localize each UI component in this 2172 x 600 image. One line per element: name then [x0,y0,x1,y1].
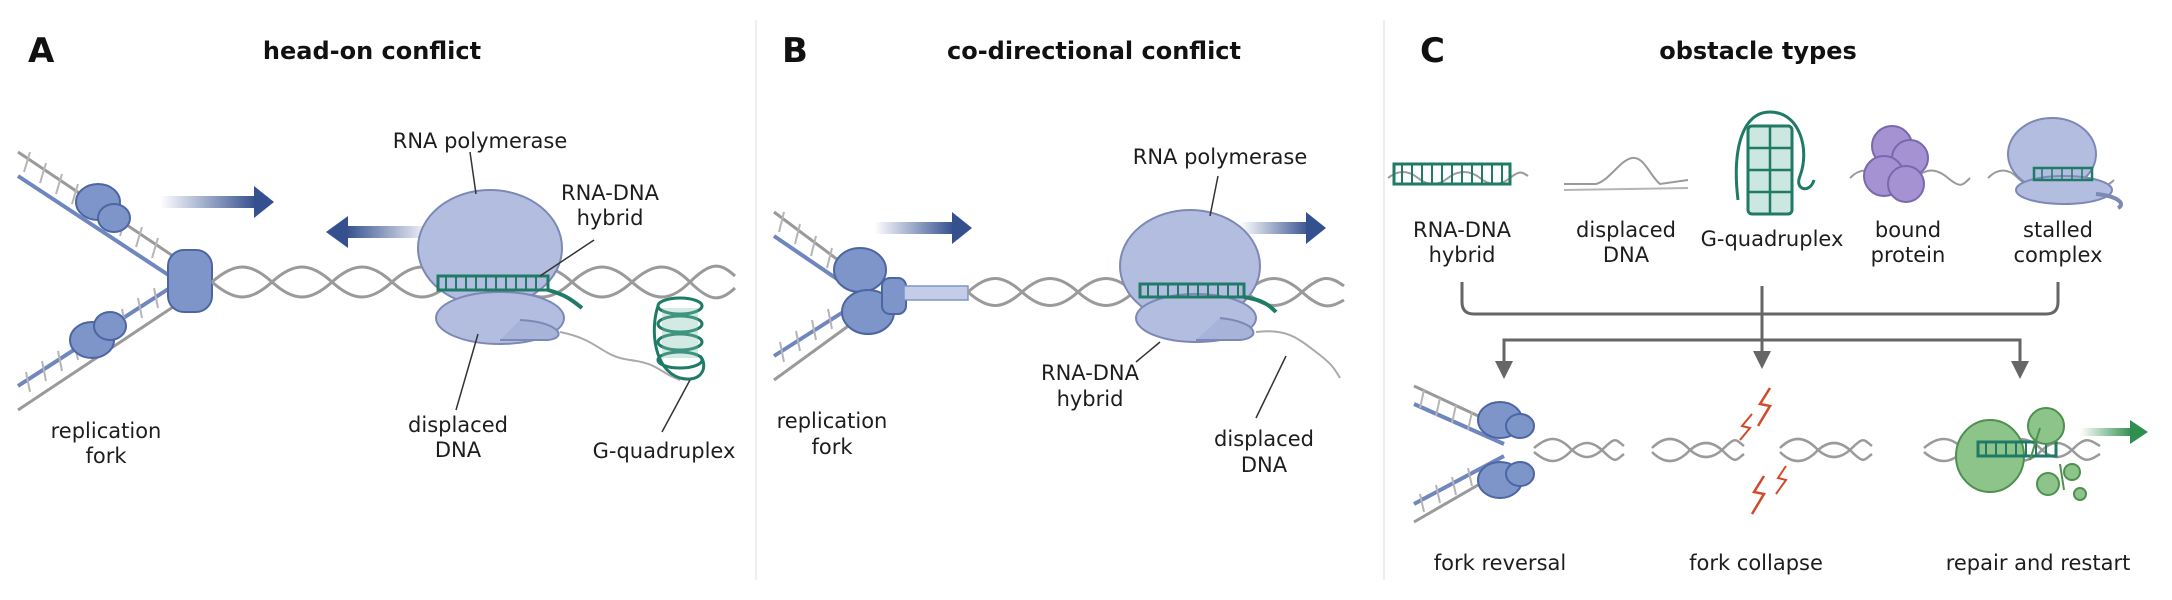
label-displaced-dna-line2: DNA [1241,453,1288,477]
panel-c: C obstacle types [1387,31,2148,575]
label-rna-dna-hybrid-line1: RNA-DNA [1041,361,1140,385]
label-replication-fork-line2: fork [85,444,127,468]
transcription-direction-arrow [1240,212,1326,244]
obstacle-label-line2: DNA [1603,243,1650,267]
outcome-icon-fork-collapse [1651,387,1873,515]
panel-b: B co-directional conflict [772,31,1345,477]
obstacle-icon-stalled-complex [1987,117,2124,210]
replication-fork [16,150,213,412]
obstacle-label-line1: displaced [1576,218,1676,242]
label-g-quadruplex: G-quadruplex [593,439,736,463]
obstacle-label-line2: complex [2014,243,2103,267]
label-rna-dna-hybrid-line2: hybrid [1057,387,1124,411]
rna-polymerase [417,189,681,381]
obstacle-icon-g-quadruplex [1734,110,1816,216]
transcription-direction-arrow [326,216,432,248]
panel-letter: B [782,31,808,71]
panel-letter: C [1420,31,1445,71]
panel-a: A head-on conflict [16,31,737,468]
panel-title: obstacle types [1659,37,1857,65]
obstacle-label-line1: RNA-DNA [1413,218,1512,242]
replication-fork [772,210,969,382]
outcome-label: fork collapse [1689,551,1823,575]
replication-direction-arrow [874,212,972,244]
label-rna-dna-hybrid-line2: hybrid [577,206,644,230]
outcome-label: repair and restart [1946,551,2131,575]
obstacle-label-line1: stalled [2023,218,2093,242]
label-replication-fork-line2: fork [811,435,853,459]
rna-dna-hybrid [436,274,584,310]
obstacle-icon-rna-dna-hybrid [1387,162,1529,186]
g-quadruplex-structure [652,296,706,381]
label-displaced-dna-line1: displaced [1214,427,1314,451]
obstacle-icon-displaced-dna [1563,156,1689,191]
label-displaced-dna-line1: displaced [408,413,508,437]
replication-direction-arrow [160,186,274,218]
displaced-dna-strand [559,331,681,381]
obstacle-label-line2: protein [1871,243,1946,267]
outcome-icon-fork-reversal [1413,384,1625,524]
label-rna-polymerase: RNA polymerase [1133,145,1308,169]
label-rna-polymerase: RNA polymerase [393,129,568,153]
outcome-connector [1460,282,2060,379]
panel-title: co-directional conflict [947,37,1241,65]
obstacle-icon-bound-protein [1849,125,1971,203]
label-rna-dna-hybrid-line1: RNA-DNA [561,181,660,205]
outcome-label: fork reversal [1434,551,1566,575]
displaced-dna-strand [1255,330,1341,379]
rna-polymerase [1119,209,1341,379]
panel-title: head-on conflict [263,37,481,65]
rna-dna-hybrid [1138,282,1278,314]
label-displaced-dna-line2: DNA [435,438,482,462]
obstacle-label-line1: bound [1875,218,1941,242]
label-replication-fork-line1: replication [777,409,888,433]
obstacle-label-line1: G-quadruplex [1701,227,1844,251]
label-replication-fork-line1: replication [51,419,162,443]
panel-letter: A [28,31,55,71]
obstacle-label-line2: hybrid [1429,243,1496,267]
outcome-icon-repair-restart [1923,407,2148,501]
